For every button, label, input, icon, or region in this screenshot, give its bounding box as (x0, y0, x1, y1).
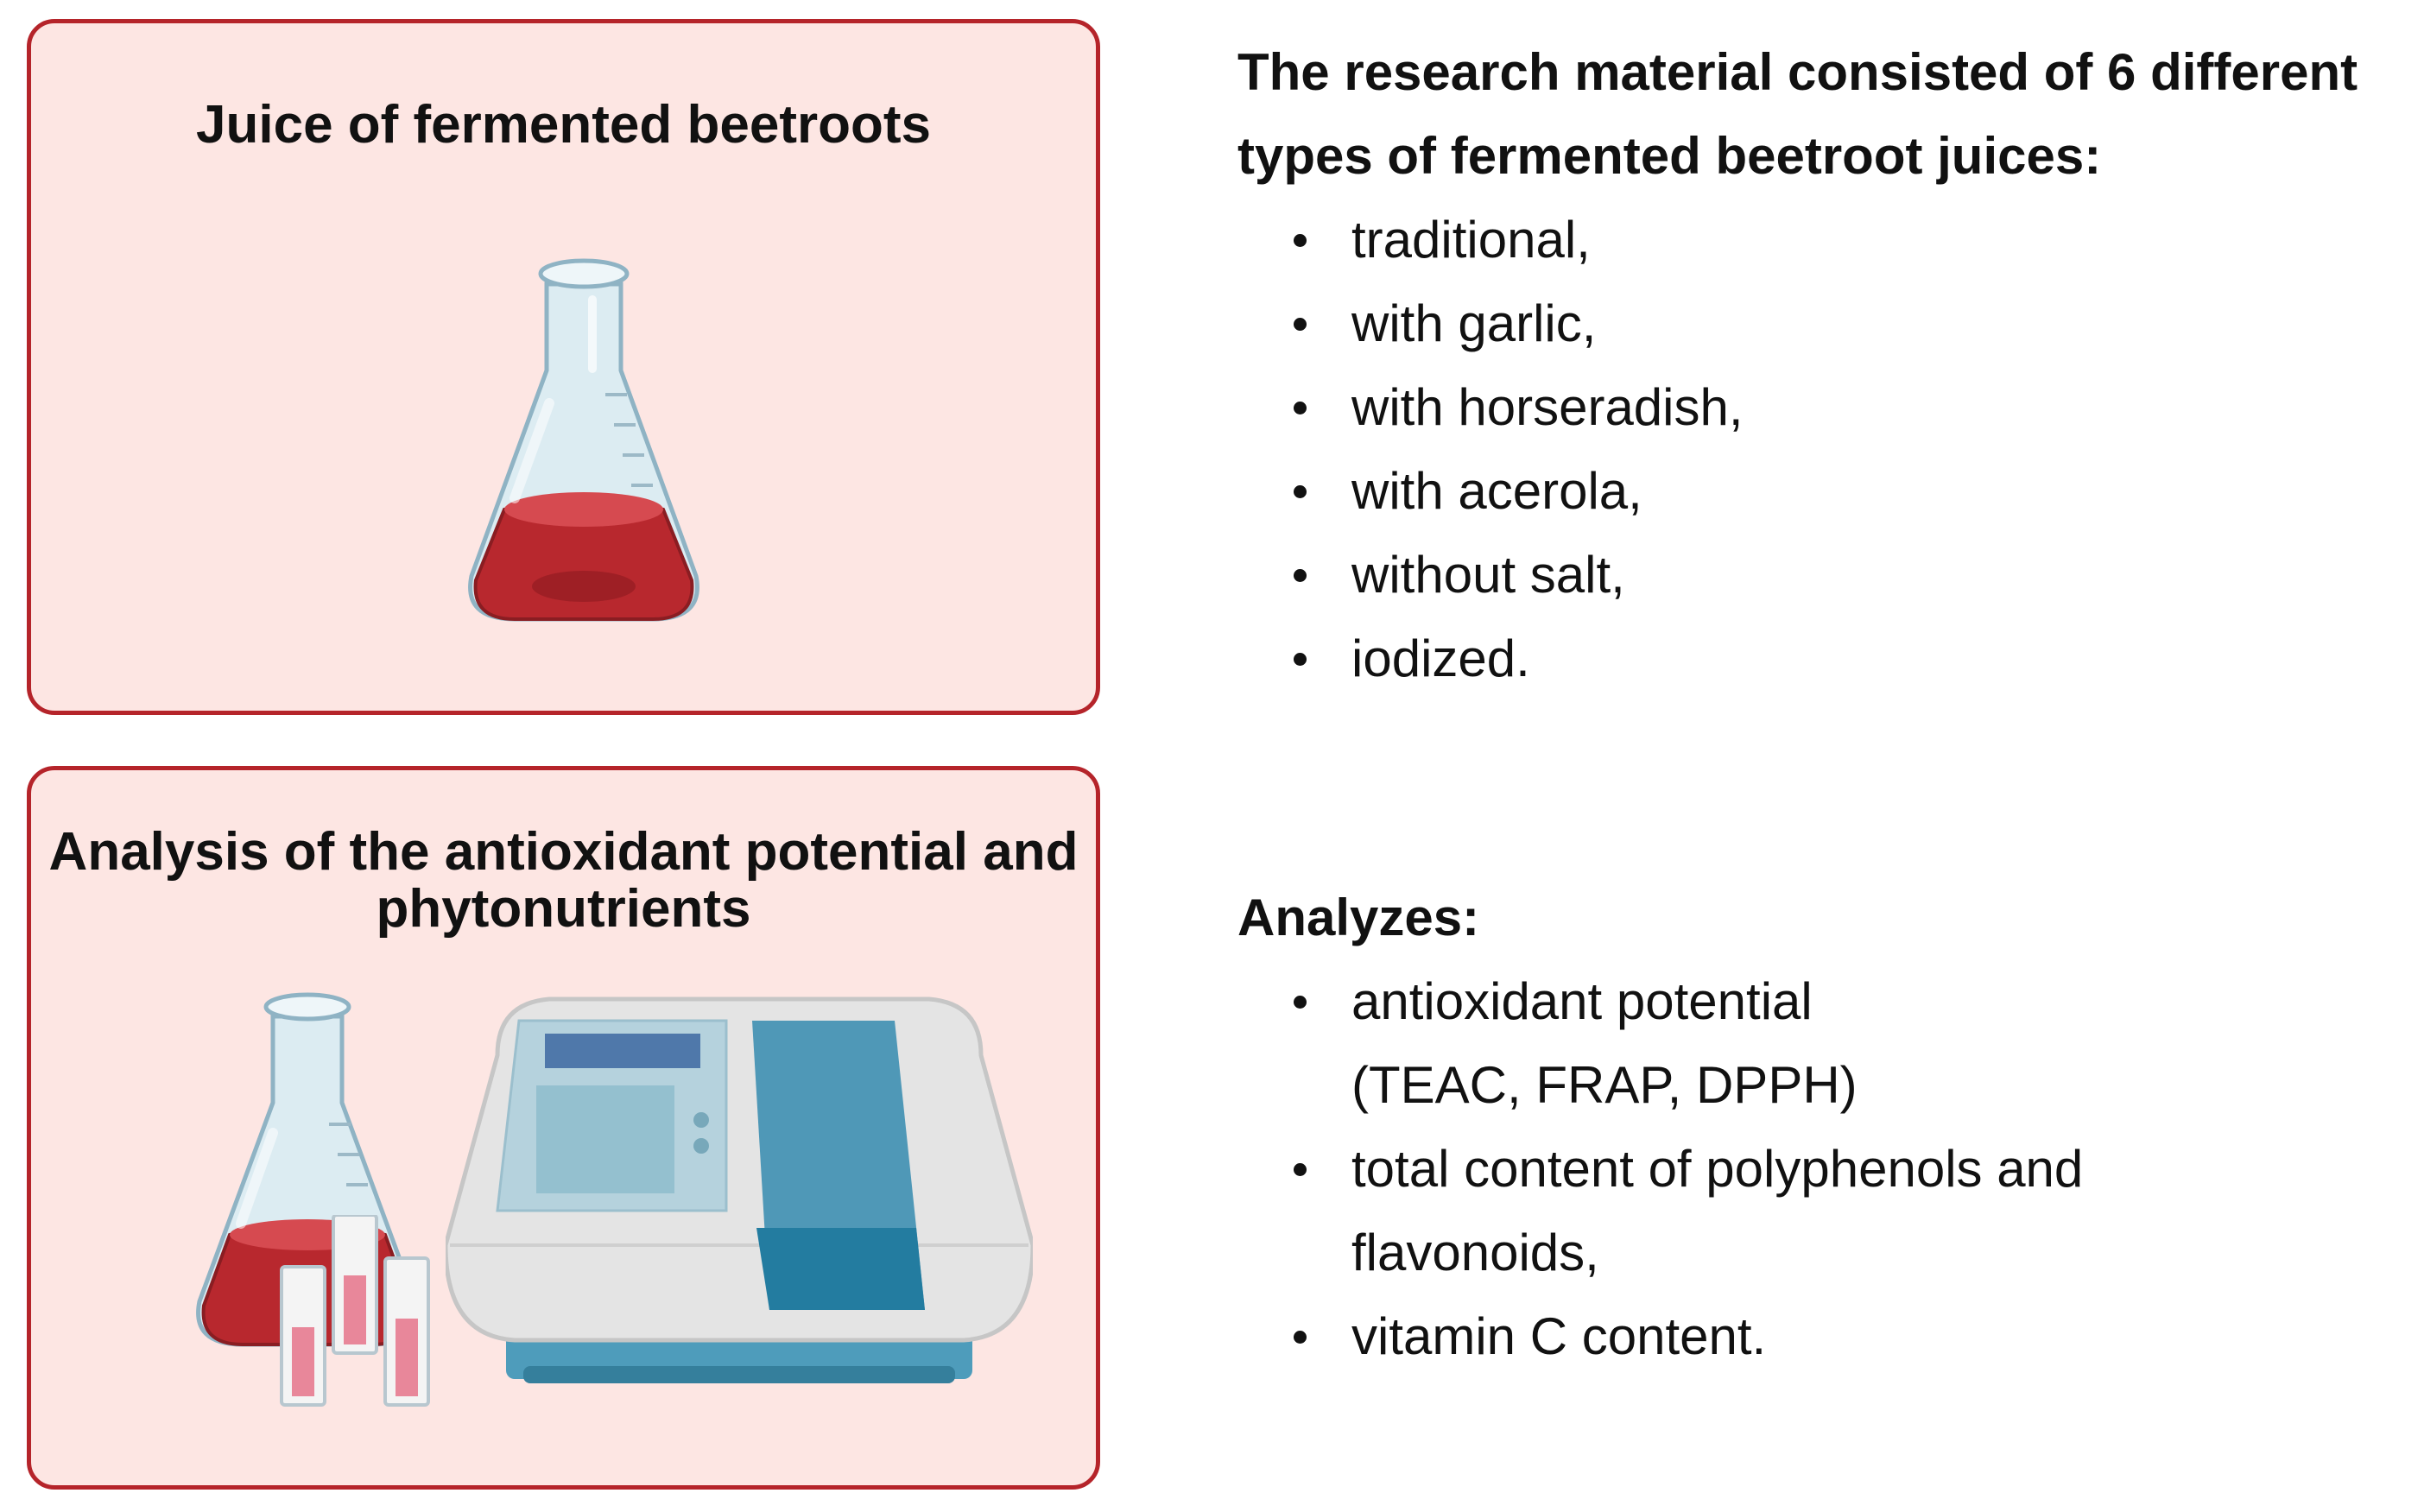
analyzes-heading: Analyzes: (1237, 889, 1480, 946)
analyzes-block: Analyzes: antioxidant potential (TEAC, F… (1237, 876, 2412, 1378)
panel-juice: Juice of fermented beetroots (27, 19, 1100, 715)
erlenmeyer-flask-icon (468, 258, 699, 622)
materials-heading: The research material consisted of 6 dif… (1237, 43, 2358, 185)
list-item: antioxidant potential (TEAC, FRAP, DPPH) (1237, 959, 2256, 1127)
list-item: with horseradish, (1237, 365, 2412, 449)
list-item: iodized. (1237, 617, 2412, 700)
list-item: with acerola, (1237, 449, 2412, 533)
materials-block: The research material consisted of 6 dif… (1237, 30, 2412, 700)
analyzes-list: antioxidant potential (TEAC, FRAP, DPPH)… (1237, 959, 2256, 1378)
list-item: vitamin C content. (1237, 1294, 2256, 1378)
panel-title: Juice of fermented beetroots (196, 95, 931, 155)
panel-title: Analysis of the antioxidant potential an… (48, 822, 1079, 939)
cuvette-icon (280, 1215, 430, 1407)
list-item: traditional, (1237, 198, 2412, 282)
list-item: total content of polyphenols and flavono… (1237, 1127, 2256, 1294)
panel-analysis: Analysis of the antioxidant potential an… (27, 766, 1100, 1490)
spectrophotometer-icon (446, 996, 1033, 1383)
list-item: with garlic, (1237, 282, 2412, 365)
materials-list: traditional, with garlic, with horseradi… (1237, 198, 2412, 700)
list-item: without salt, (1237, 533, 2412, 617)
